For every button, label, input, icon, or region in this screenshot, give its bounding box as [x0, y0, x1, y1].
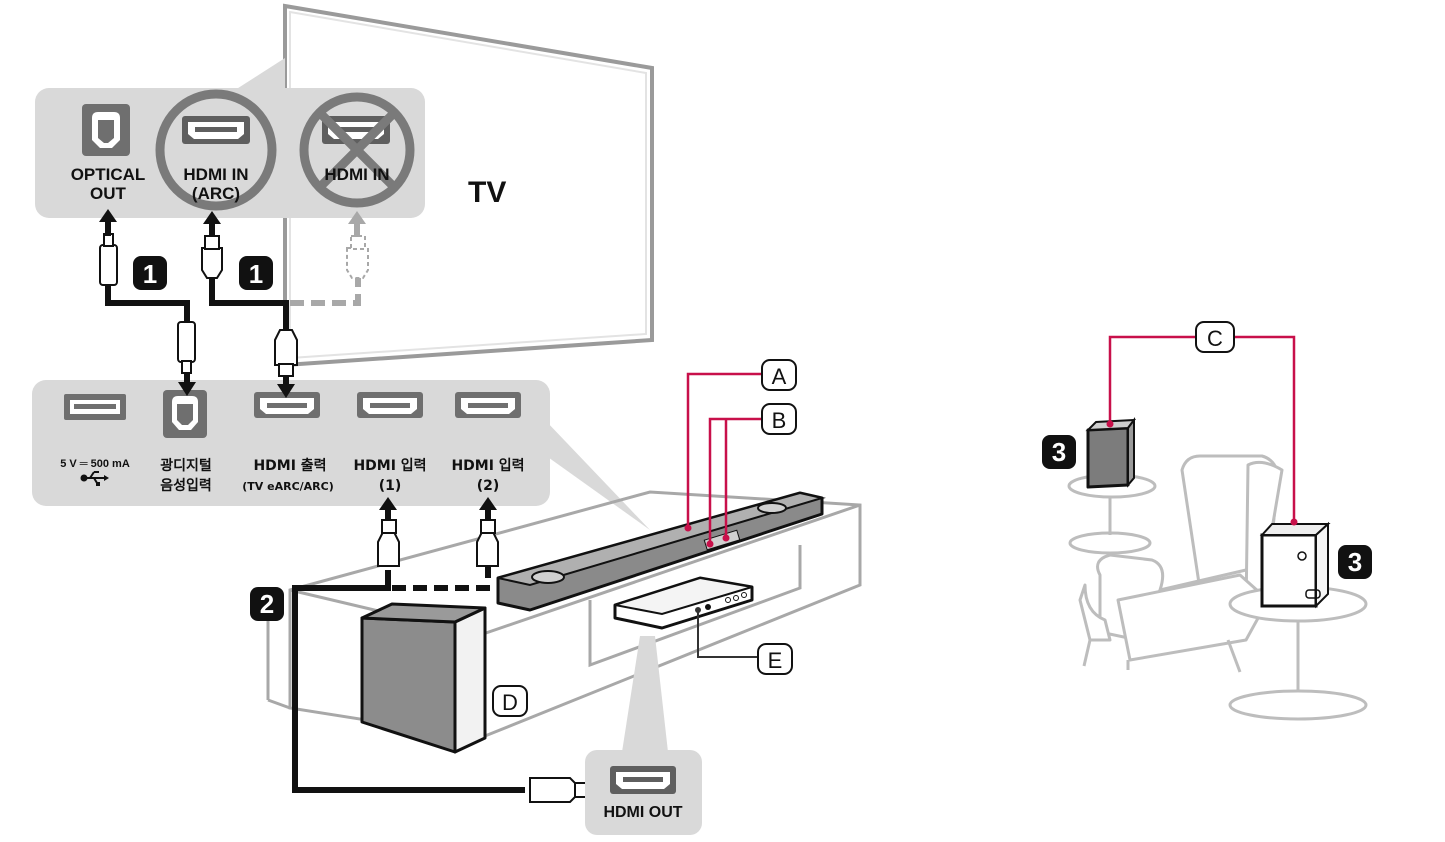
soundbar-port-sub-hdmi-in1: (1): [379, 478, 402, 494]
tv-port-label-hdmi-in: HDMI IN: [324, 165, 389, 184]
not-supported-cross-icon: [299, 92, 415, 208]
source-port-label-hdmi-out: HDMI OUT: [603, 804, 682, 821]
step-badge-three: 3: [1338, 545, 1372, 579]
armchair: [1078, 454, 1284, 673]
arrow-icon: [99, 209, 196, 396]
svg-text:1: 1: [249, 259, 263, 289]
callout-e: E: [695, 607, 793, 675]
soundbar: [496, 491, 826, 612]
soundbar-optical-port: [163, 390, 207, 438]
subwoofer: [360, 602, 487, 754]
svg-text:1: 1: [143, 259, 157, 289]
usb-port-label: 5 V ═ 500 mA: [60, 458, 130, 470]
svg-text:2: 2: [260, 589, 274, 619]
svg-text:E: E: [768, 648, 783, 673]
source-device: [613, 576, 754, 630]
soundbar-port-sub-optical: 음성입력: [160, 478, 212, 494]
optical-cable: [99, 233, 196, 374]
soundbar-port-label-hdmi-out: HDMI 출력: [253, 457, 326, 474]
svg-text:3: 3: [1052, 437, 1066, 467]
soundbar-port-label-hdmi-in2: HDMI 입력: [451, 458, 524, 474]
tv-optical-port: [82, 104, 130, 156]
step-badge-one: 1: [239, 256, 273, 290]
soundbar-hdmi-in2-port: [455, 392, 521, 418]
svg-text:D: D: [502, 690, 518, 715]
soundbar-hdmi-in1-port: [357, 392, 423, 418]
rear-speaker-left: [1085, 417, 1137, 489]
arc-highlight-circle: [155, 89, 277, 211]
svg-text:B: B: [772, 408, 787, 433]
usb-port: [64, 394, 126, 420]
hdmi-in-cable: [292, 519, 588, 803]
unsupported-cable-dashed: [290, 211, 369, 306]
soundbar-panel-pointer: [545, 420, 650, 530]
callout-b: B: [706, 403, 797, 548]
tv-port-sub-optical: OUT: [90, 184, 127, 203]
svg-text:C: C: [1207, 326, 1223, 351]
tv-port-label-optical: OPTICAL: [71, 165, 146, 184]
soundbar-hdmi-out-port: [254, 392, 320, 418]
callout-a: A: [684, 359, 797, 532]
hdmi-arc-cable: [201, 235, 298, 377]
tv-hdmi-arc-port: [182, 116, 250, 144]
tv-port-label-hdmi-arc: HDMI IN: [183, 165, 248, 184]
soundbar-port-label-hdmi-in1: HDMI 입력: [353, 458, 426, 474]
svg-text:A: A: [772, 364, 787, 389]
rear-speaker-right: [1259, 521, 1331, 609]
step-badge-three: 3: [1042, 435, 1076, 469]
arrow-icon: [203, 211, 295, 398]
svg-text:3: 3: [1348, 547, 1362, 577]
source-hdmi-out-port: [610, 766, 676, 794]
callout-d: D: [492, 685, 528, 717]
soundbar-port-sub-hdmi-in2: (2): [477, 478, 500, 494]
usb-icon: [80, 471, 109, 486]
tv-label: TV: [468, 176, 506, 209]
soundbar-port-label-optical: 광디지털: [160, 457, 212, 474]
callout-c: C: [1106, 321, 1298, 526]
hdmi-out-panel-pointer: [622, 636, 668, 752]
tv-stand: [266, 490, 862, 740]
tv-port-sub-hdmi-arc: (ARC): [192, 184, 240, 203]
step-badge-two: 2: [250, 587, 284, 621]
step-badge-one: 1: [133, 256, 167, 290]
soundbar-port-sub-hdmi-out: (TV eARC/ARC): [242, 480, 334, 493]
